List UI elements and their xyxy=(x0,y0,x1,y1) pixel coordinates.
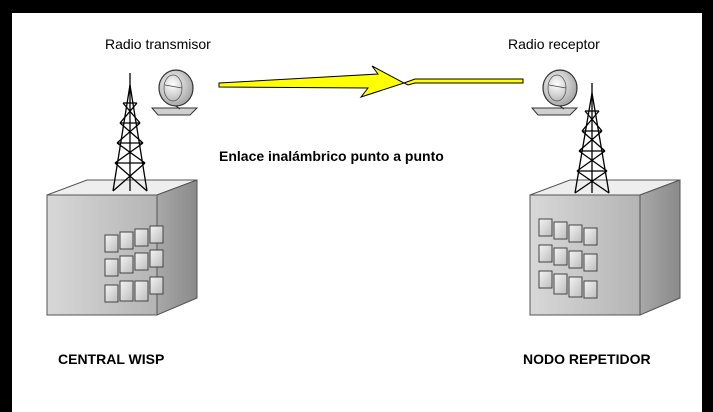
wireless-link-bolt-icon xyxy=(218,65,524,98)
diagram-frame: Radio transmisor Radio receptor Enlace i… xyxy=(12,13,702,412)
node-building-icon xyxy=(529,179,681,316)
network-diagram xyxy=(46,65,681,316)
receiver-label: Radio receptor xyxy=(508,36,600,52)
transmitter-dish-icon xyxy=(150,69,199,116)
central-tower-icon xyxy=(112,73,148,192)
node-tower-icon xyxy=(574,83,610,194)
central-building-icon xyxy=(46,179,198,316)
receiver-dish-icon xyxy=(530,69,579,116)
transmitter-label: Radio transmisor xyxy=(105,36,211,52)
central-wisp-label: CENTRAL WISP xyxy=(58,351,165,367)
link-label: Enlace inalámbrico punto a punto xyxy=(219,148,444,164)
node-repeater-label: NODO REPETIDOR xyxy=(523,351,651,367)
